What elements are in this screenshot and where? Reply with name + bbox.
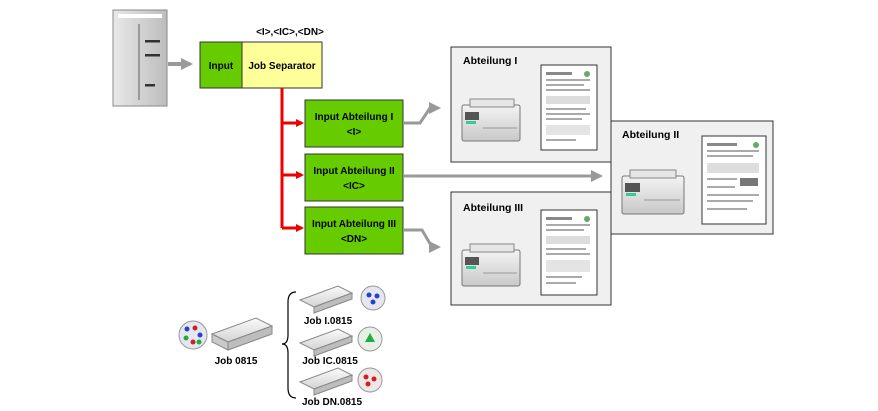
abteilung-2-panel: Abteilung II [610,120,774,235]
job-separator-label: Job Separator [248,61,315,72]
server-icon [112,9,168,107]
arrow-to-abteilung-1 [403,102,441,125]
job-separator-box: Job Separator [241,41,323,89]
job-output-2: Job IC.0815 [298,326,383,367]
printer-icon [461,98,521,142]
color-dots-icon [357,326,383,352]
red-routing [280,88,304,232]
branch-box-3: Input Abteilung III <DN> [304,206,404,255]
printer-icon [461,243,521,287]
branch-3-label: Input Abteilung III [312,219,396,230]
branch-3-tag: <DN> [341,234,367,245]
abteilung-3-panel: Abteilung III [450,191,612,306]
arrow-to-abteilung-3 [403,228,441,253]
printer-icon [621,169,685,215]
job-source-label: Job 0815 [215,356,258,367]
branch-1-tag: <I> [347,127,362,138]
color-dots-icon [357,367,383,393]
branch-box-1: Input Abteilung I <I> [304,99,404,148]
job-stack-icon [298,285,354,314]
document-icon [540,209,598,296]
branch-1-label: Input Abteilung I [315,112,394,123]
input-box: Input [199,41,243,89]
color-dots-icon [360,285,386,311]
job-output-3-label: Job DN.0815 [302,397,362,408]
document-icon [701,135,767,225]
job-stack-icon [210,317,274,351]
split-brace [281,291,297,399]
abteilung-2-title: Abteilung II [622,129,679,141]
branch-2-label: Input Abteilung II [313,166,395,177]
job-output-1: Job I.0815 [298,285,386,327]
job-output-1-label: Job I.0815 [304,316,353,327]
branch-box-2: Input Abteilung II <IC> [304,153,404,202]
input-box-label: Input [209,61,234,72]
color-dots-icon [178,320,208,350]
abteilung-1-title: Abteilung I [463,55,517,67]
branch-2-tag: <IC> [343,181,365,192]
job-output-2-label: Job IC.0815 [302,356,358,367]
job-stack-icon [298,367,354,396]
abteilung-1-panel: Abteilung I [450,46,612,163]
document-icon [540,64,598,151]
abteilung-3-title: Abteilung III [463,202,523,214]
job-stack-icon [298,328,354,357]
job-output-3: Job DN.0815 [298,367,383,408]
header-tags: <I>,<IC>,<DN> [256,27,324,38]
job-source: Job 0815 [178,317,274,367]
